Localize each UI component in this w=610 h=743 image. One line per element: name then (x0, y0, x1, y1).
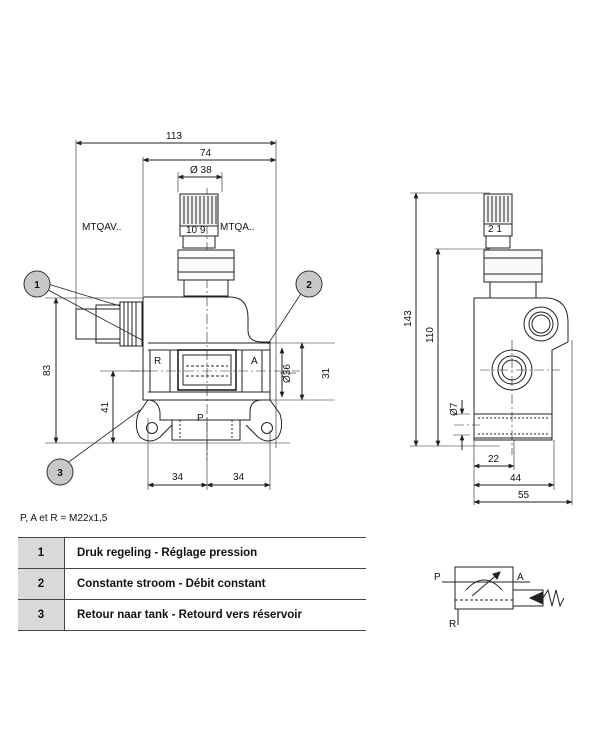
legend-text: Druk regeling - Réglage pression (64, 537, 366, 569)
thread-note: P, A et R = M22x1,5 (20, 513, 108, 524)
dim-113: 113 (166, 131, 182, 142)
dim-port-diameter: Ø36 (282, 364, 293, 383)
dim-22: 22 (488, 454, 500, 465)
legend-row: 1 Druk regeling - Réglage pression (18, 537, 366, 569)
symbol-label-a: A (517, 572, 524, 583)
legend-number: 1 (18, 537, 65, 569)
dim-knob-diameter: Ø 38 (190, 165, 212, 176)
dim-right-34: 34 (233, 472, 245, 483)
callout-2: 2 (295, 270, 323, 298)
callout-2-label: 2 (306, 280, 312, 291)
legend-number: 2 (18, 568, 65, 600)
dim-left-34: 34 (172, 472, 184, 483)
hydraulic-symbol (442, 566, 565, 625)
label-mtqa: MTQA.. (220, 222, 254, 233)
label-port-p: P (197, 413, 204, 424)
dim-31: 31 (321, 367, 332, 379)
legend-table: 1 Druk regeling - Réglage pression 2 Con… (18, 537, 366, 631)
dim-74: 74 (200, 148, 212, 159)
label-port-a: A (251, 356, 258, 367)
symbol-label-p: P (434, 572, 441, 583)
callout-1-label: 1 (34, 280, 40, 291)
label-port-r: R (154, 356, 161, 367)
dim-hole-diameter: Ø7 (449, 402, 460, 416)
label-scale-front: 10 9 (186, 225, 206, 236)
legend-number: 3 (18, 599, 65, 631)
legend-row: 3 Retour naar tank - Retourd vers réserv… (18, 599, 366, 631)
callout-1: 1 (23, 270, 51, 298)
symbol-label-r: R (449, 619, 456, 630)
label-scale-side: 2 1 (488, 224, 502, 235)
callout-3: 3 (46, 458, 74, 486)
legend-text: Retour naar tank - Retourd vers réservoi… (64, 599, 366, 631)
dim-143: 143 (403, 310, 414, 327)
dim-41: 41 (100, 401, 111, 413)
callout-3-label: 3 (57, 468, 63, 479)
dim-83: 83 (42, 364, 53, 376)
legend-text: Constante stroom - Débit constant (64, 568, 366, 600)
dim-55: 55 (518, 490, 530, 501)
front-view (45, 140, 335, 490)
label-mtqav: MTQAV.. (82, 222, 121, 233)
legend-row: 2 Constante stroom - Débit constant (18, 568, 366, 600)
dim-110: 110 (425, 327, 436, 343)
side-view (410, 192, 573, 505)
dim-44: 44 (510, 473, 522, 484)
